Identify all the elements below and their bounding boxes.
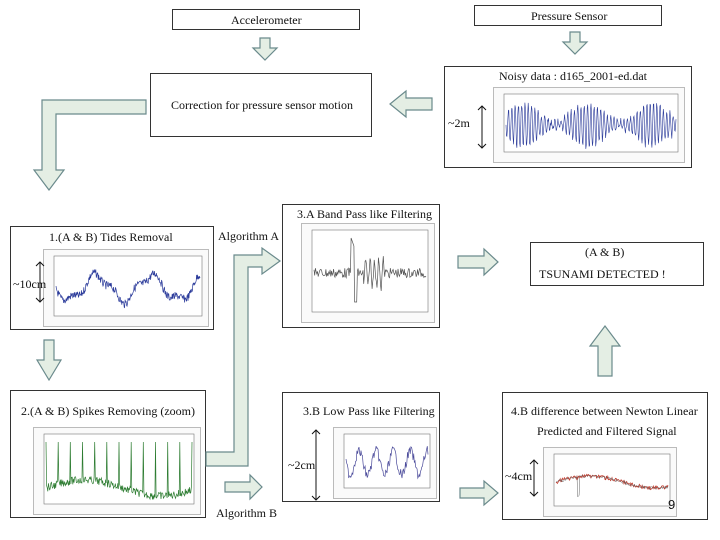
algorithm-a-label: Algorithm A: [218, 229, 280, 243]
spikes-removing-box: 2.(A & B) Spikes Removing (zoom): [10, 390, 206, 518]
correction-box: Correction for pressure sensor motion: [150, 73, 372, 137]
low-series: [345, 445, 429, 480]
correction-label: Correction for pressure sensor motion: [171, 98, 353, 112]
spikes-series: [45, 441, 193, 501]
difference-plot: [543, 447, 677, 517]
scale-10cm-label: ~10cm: [13, 277, 47, 291]
low-axes: [343, 433, 431, 489]
scale-4cm-label: ~4cm: [505, 469, 533, 483]
accelerometer-box: Accelerometer: [172, 9, 360, 30]
arrow-down-tides: [35, 339, 63, 382]
noisy-series: [505, 102, 677, 149]
arrow-left-noisy: [389, 89, 433, 119]
pressure-sensor-label: Pressure Sensor: [531, 9, 608, 23]
arrow-down-accelerometer: [251, 37, 279, 61]
arrow-down-pressure: [561, 31, 589, 55]
arrow-right-difference: [459, 479, 499, 507]
arrow-l-correction-tides: [32, 99, 147, 191]
low-pass-plot: [333, 427, 437, 499]
tsunami-detected-box: (A & B) TSUNAMI DETECTED !: [530, 242, 704, 286]
pressure-sensor-box: Pressure Sensor: [474, 5, 662, 26]
spikes-removing-label: 2.(A & B) Spikes Removing (zoom): [21, 404, 195, 418]
noisy-data-box: Noisy data : d165_2001-ed.dat: [444, 66, 692, 168]
diff-series-filtered: [555, 474, 669, 498]
scale-2cm-label: ~2cm: [288, 458, 316, 472]
detected-line1: (A & B): [585, 245, 625, 259]
band-pass-box: 3.A Band Pass like Filtering: [282, 204, 440, 328]
tides-removal-plot: [43, 249, 209, 327]
band-pass-label: 3.A Band Pass like Filtering: [297, 207, 432, 221]
detected-line2: TSUNAMI DETECTED !: [539, 267, 666, 281]
difference-line2: Predicted and Filtered Signal: [537, 424, 677, 438]
scale-2m-label: ~2m: [448, 116, 470, 130]
scale-bar-10cm: [35, 261, 45, 303]
low-pass-box: 3.B Low Pass like Filtering: [282, 392, 440, 502]
diff-axes: [553, 453, 671, 507]
noisy-data-plot: [493, 87, 685, 163]
accelerometer-label: Accelerometer: [231, 13, 302, 27]
tides-removal-box: 1.(A & B) Tides Removal: [10, 226, 214, 330]
algorithm-b-label: Algorithm B: [216, 506, 278, 520]
difference-box: 4.B difference between Newton Linear Pre…: [502, 392, 708, 520]
noisy-data-label: Noisy data : d165_2001-ed.dat: [499, 69, 647, 83]
scale-bar-2m: [477, 105, 487, 149]
page-number: 9: [668, 497, 676, 512]
tides-axes: [53, 255, 203, 317]
low-pass-label: 3.B Low Pass like Filtering: [303, 404, 435, 418]
scale-bar-2cm: [311, 429, 321, 501]
arrow-l-spikes-band: [205, 246, 282, 467]
tides-series: [55, 269, 201, 309]
tides-removal-label: 1.(A & B) Tides Removal: [49, 230, 173, 244]
arrow-right-detected: [457, 247, 499, 277]
band-series: [313, 237, 427, 303]
scale-bar-4cm: [529, 459, 539, 497]
arrow-up-detected: [588, 325, 622, 377]
arrow-right-lowpass: [224, 473, 263, 501]
spikes-removing-plot: [33, 427, 201, 515]
band-pass-plot: [301, 223, 435, 323]
difference-line1: 4.B difference between Newton Linear: [511, 404, 698, 418]
